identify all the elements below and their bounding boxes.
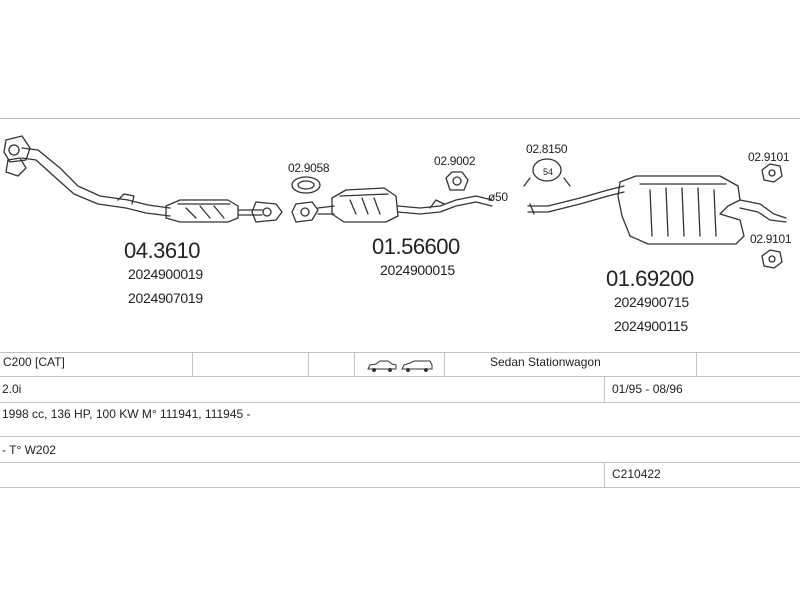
rear-silencer-oem-1: 2024900715 <box>614 294 689 310</box>
diameter-label: ø50 <box>488 190 508 204</box>
rear-silencer-code[interactable]: 01.69200 <box>606 266 694 291</box>
table-row-model: C200 [CAT] Sedan Stationwagon <box>0 352 800 377</box>
hanger-bottom-code[interactable]: 02.9101 <box>750 232 792 246</box>
front-pipe-oem-1: 2024900019 <box>128 266 203 282</box>
front-pipe-code[interactable]: 04.3610 <box>124 238 201 263</box>
exhaust-diagram: 54 <box>3 135 787 269</box>
ref-cell: C210422 <box>612 467 661 481</box>
chassis-cell: - T° W202 <box>2 443 56 457</box>
clamp-1-code[interactable]: 02.9002 <box>434 154 476 168</box>
clamp-2-badge: 54 <box>543 167 553 177</box>
rear-silencer-drawing <box>527 175 787 245</box>
body-cell: Sedan Stationwagon <box>490 355 601 369</box>
stationwagon-icon <box>401 360 433 372</box>
centre-silencer-oem-1: 2024900015 <box>380 262 455 278</box>
hanger-top-code[interactable]: 02.9101 <box>748 150 790 164</box>
table-row-ref: C210422 <box>0 462 800 488</box>
front-pipe-oem-2: 2024907019 <box>128 290 203 306</box>
hanger-bottom-drawing <box>761 249 783 269</box>
gasket-drawing <box>291 176 321 194</box>
table-row-engine: 2.0i 01/95 - 08/96 <box>0 376 800 403</box>
centre-silencer-code[interactable]: 01.56600 <box>372 234 460 259</box>
specs-cell: 1998 cc, 136 HP, 100 KW M° 111941, 11194… <box>2 407 251 421</box>
vehicle-table: C200 [CAT] Sedan Stationwagon 2.0i 01/95… <box>0 352 800 488</box>
hanger-top-drawing <box>761 163 783 183</box>
rear-silencer-oem-2: 2024900115 <box>614 318 688 334</box>
dates-cell: 01/95 - 08/96 <box>612 382 683 396</box>
table-row-chassis: - T° W202 <box>0 436 800 463</box>
clamp-2-code[interactable]: 02.8150 <box>526 142 568 156</box>
model-cell: C200 [CAT] <box>3 355 65 369</box>
engine-cell: 2.0i <box>2 382 22 396</box>
gasket-code[interactable]: 02.9058 <box>288 161 330 175</box>
sedan-icon <box>367 360 397 372</box>
clamp-2-drawing <box>523 158 571 187</box>
top-border <box>0 118 800 119</box>
front-pipe-drawing <box>3 135 283 223</box>
centre-silencer-drawing <box>291 187 493 223</box>
clamp-1-drawing <box>445 171 469 191</box>
table-row-specs: 1998 cc, 136 HP, 100 KW M° 111941, 11194… <box>0 402 800 437</box>
